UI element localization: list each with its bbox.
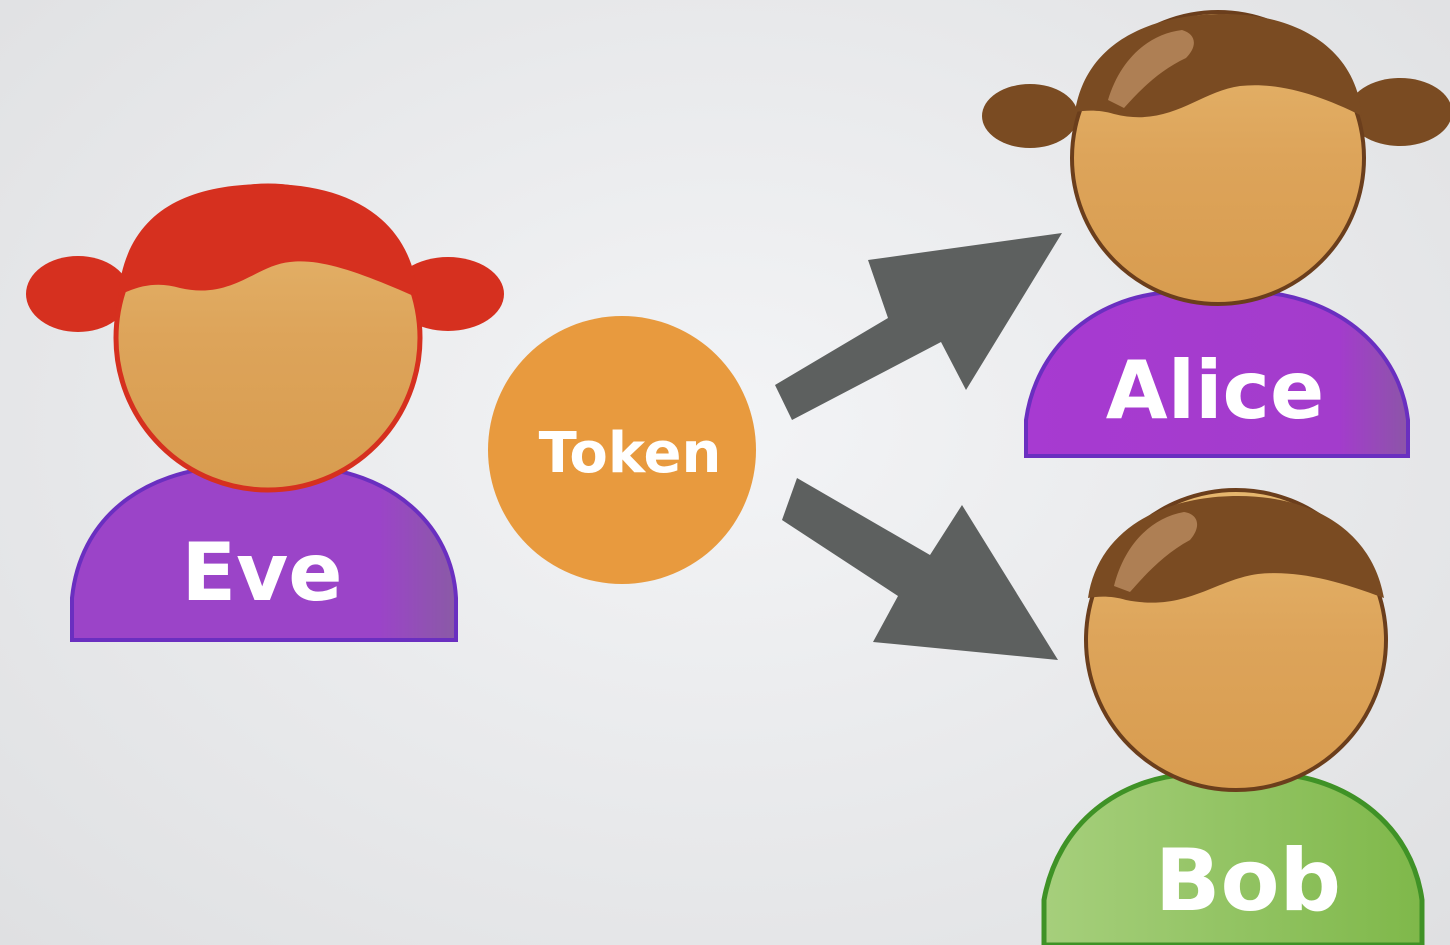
eve-left-pigtail [26, 256, 130, 332]
token-label: Token [539, 421, 722, 486]
alice-name-label: Alice [1106, 344, 1324, 437]
token-circle [488, 316, 756, 584]
alice-right-pigtail [1348, 78, 1450, 146]
alice-hair [1075, 14, 1362, 118]
alice-left-pigtail [982, 84, 1078, 148]
arrow-to-alice [775, 233, 1062, 420]
person-bob: Bob [1041, 488, 1425, 945]
arrow-to-bob [782, 478, 1058, 660]
token: Token [488, 316, 756, 584]
alice-hair-shine [1108, 30, 1194, 108]
eve-name-label: Eve [181, 526, 342, 619]
arrows [775, 233, 1062, 660]
person-alice: Alice [982, 10, 1450, 458]
eve-hair [118, 184, 418, 298]
person-eve: Eve [26, 183, 504, 642]
bob-name-label: Bob [1155, 831, 1341, 931]
bob-hair-shine [1114, 512, 1198, 592]
